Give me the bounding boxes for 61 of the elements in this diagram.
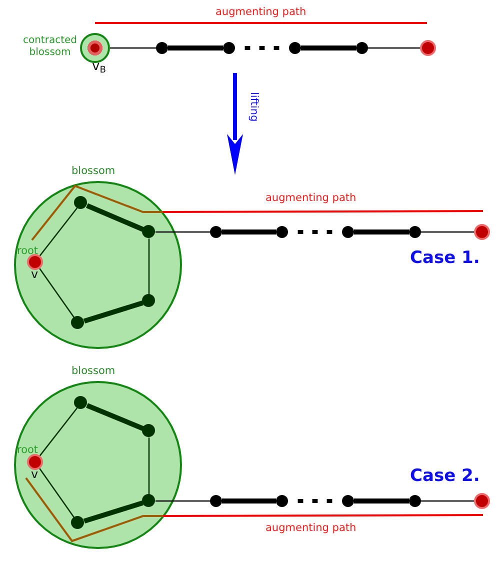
thick-edge-line [86, 403, 144, 431]
vertex-label: v [31, 268, 38, 282]
edge-line [110, 47, 156, 49]
contracted-blossom-vertex [80, 33, 110, 63]
vertex-dot [342, 495, 354, 507]
edge-line [39, 468, 75, 518]
vertex-dot [156, 42, 168, 54]
edge-line [421, 231, 474, 233]
thick-edge-line [168, 46, 223, 50]
edge-line [39, 208, 78, 256]
case-heading: Case 2. [410, 467, 480, 487]
vertex-dot [409, 226, 421, 238]
vertex-dot [71, 516, 84, 529]
root-vertex [26, 454, 42, 470]
highlighted-vertex [420, 40, 436, 56]
blossom-label: blossom [72, 364, 116, 377]
path-label: augmenting path [266, 522, 356, 534]
edge-line [421, 500, 474, 502]
vertex-dot [276, 495, 288, 507]
vertex-dot [210, 226, 222, 238]
root-label: root [17, 444, 38, 456]
edge-line [39, 408, 78, 456]
highlighted-vertex [474, 493, 490, 509]
thick-edge-line [354, 230, 409, 234]
highlighted-vertex [474, 224, 490, 240]
thick-edge-line [83, 300, 144, 324]
vertex-dot [356, 42, 368, 54]
edge-line [148, 238, 150, 294]
path-label: augmenting path [266, 192, 356, 204]
vertex-dot [142, 225, 155, 238]
vertex-dot [342, 226, 354, 238]
vertex-dot [210, 495, 222, 507]
arrow-label: lifting [248, 92, 260, 122]
vertex-label: v$_{B}$ [92, 60, 106, 76]
blossom-caption: contracted blossom [22, 35, 78, 59]
vertex-dot [142, 294, 155, 307]
edge-line [368, 47, 420, 49]
root-vertex [26, 254, 42, 270]
thick-edge-line [301, 46, 356, 50]
vertex-dot [289, 42, 301, 54]
thick-edge-line [354, 498, 409, 504]
vertex-dot [71, 316, 84, 329]
vertex-label: v [31, 468, 38, 482]
vertex-dot [74, 396, 87, 409]
vertex-dot [142, 424, 155, 437]
vertex-dot [409, 495, 421, 507]
path-label: augmenting path [216, 6, 306, 18]
root-label: root [17, 244, 38, 257]
edge-line [148, 438, 150, 494]
vertex-dot [74, 196, 87, 209]
thick-edge-line [86, 203, 144, 232]
vertex-dot [276, 226, 288, 238]
vertex-dot [142, 494, 155, 507]
blossom-label: blossom [72, 164, 116, 177]
thick-edge-line [83, 500, 144, 524]
thick-edge-line [222, 230, 276, 234]
vertex-dot [223, 42, 235, 54]
edge-line [39, 268, 75, 318]
edge-line [156, 231, 210, 233]
case-heading: Case 1. [410, 249, 480, 269]
thick-edge-line [222, 498, 276, 504]
